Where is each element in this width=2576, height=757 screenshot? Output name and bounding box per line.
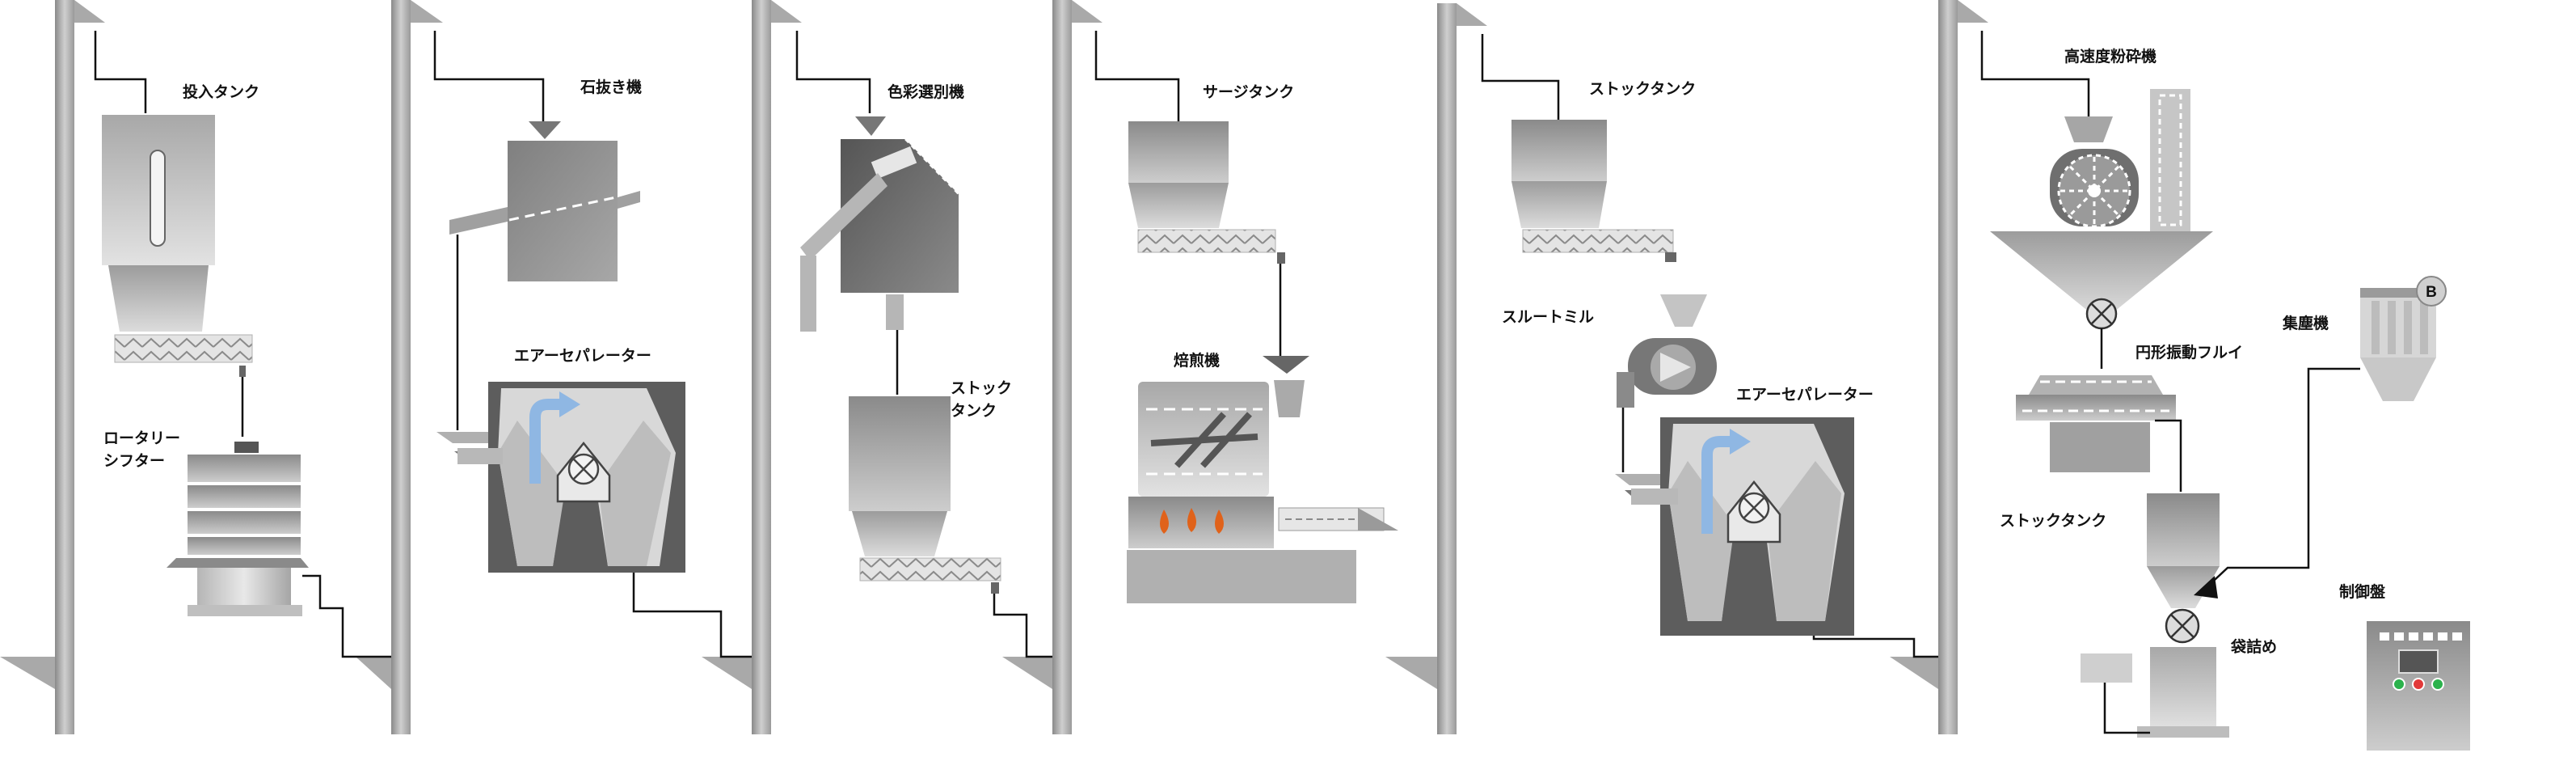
air-separator-2-label: エアーセパレーター [1736, 386, 1874, 404]
elevator-column-5 [1385, 3, 1487, 734]
feed-tank-label: 投入タンク [183, 82, 259, 101]
feed-screw-conveyor [114, 334, 253, 363]
air-separator-1 [436, 382, 685, 573]
bagging-machine [2081, 647, 2229, 738]
high-speed-pulverizer [1990, 89, 2213, 330]
air-separator-2 [1615, 417, 1854, 636]
roaster [1127, 356, 1398, 603]
color-sorter [800, 138, 959, 332]
section-color-sorter: 色彩選別機 ストック タンク [795, 31, 1052, 658]
sluttomill [1617, 294, 1717, 408]
elevator-column-4 [1002, 0, 1102, 734]
circular-vibrating-sieve [2016, 375, 2176, 472]
elevator-column-2 [356, 0, 443, 734]
stone-remover [449, 141, 640, 281]
section-stone-remover: 石抜き機 エアーセパレーター [433, 31, 752, 658]
rotary-sifter-label-1: ロータリー [103, 429, 180, 447]
stock-tank-2-label: ストックタンク [1589, 80, 1696, 98]
bagging-label: 袋詰め [2230, 637, 2277, 656]
rotary-sifter [167, 442, 309, 616]
color-sorter-label: 色彩選別機 [887, 82, 964, 101]
dust-collector-label: 集塵機 [2282, 314, 2329, 332]
stock-tank-1 [849, 396, 1001, 594]
section-surge-tank: サージタンク 焙煎機 [1094, 31, 1398, 603]
surge-tank-label: サージタンク [1203, 83, 1294, 101]
blower-badge: B [2426, 284, 2437, 301]
control-panel-label: 制御盤 [2339, 582, 2386, 601]
elevator-column-1 [0, 0, 105, 734]
section-stock-tank-2: ストックタンク スルートミル エアーセパレーター [1481, 34, 1938, 658]
high-speed-pulverizer-label: 高速度粉砕機 [2064, 47, 2157, 66]
stock-tank-2 [1511, 120, 1676, 262]
stone-remover-label: 石抜き機 [580, 78, 642, 96]
section-feed-tank: 投入タンク ロータリー シフター [94, 31, 391, 658]
stock-tank-3 [2147, 493, 2220, 644]
elevator-columns [0, 0, 1988, 734]
control-panel: 制御盤 [2339, 582, 2470, 751]
air-separator-1-label: エアーセパレーター [514, 347, 651, 365]
elevator-column-6 [1890, 0, 1988, 734]
feed-tank-window [150, 150, 166, 247]
stock-tank-3-label: ストックタンク [2000, 512, 2106, 530]
elevator-column-3 [702, 0, 802, 734]
circular-vibrating-sieve-label: 円形振動フルイ [2135, 343, 2243, 362]
surge-tank [1128, 121, 1285, 264]
stock-tank-1-label-b: タンク [951, 402, 997, 420]
section-pulverizer: 高速度粉砕機 円形振動フルイ ストックタンク [1980, 31, 2470, 751]
rotary-sifter-label-2: シフター [103, 452, 165, 470]
blower-badge-circle [2416, 276, 2447, 307]
stock-tank-1-label-a: ストック [951, 379, 1012, 397]
feed-tank-hopper [108, 265, 209, 332]
color-sorter-inlet [855, 116, 886, 136]
sluttomill-label: スルートミル [1502, 308, 1594, 326]
dust-collector: 集塵機 B [2194, 276, 2447, 598]
stone-remover-inlet [529, 121, 561, 139]
roaster-label: 焙煎機 [1174, 351, 1220, 370]
